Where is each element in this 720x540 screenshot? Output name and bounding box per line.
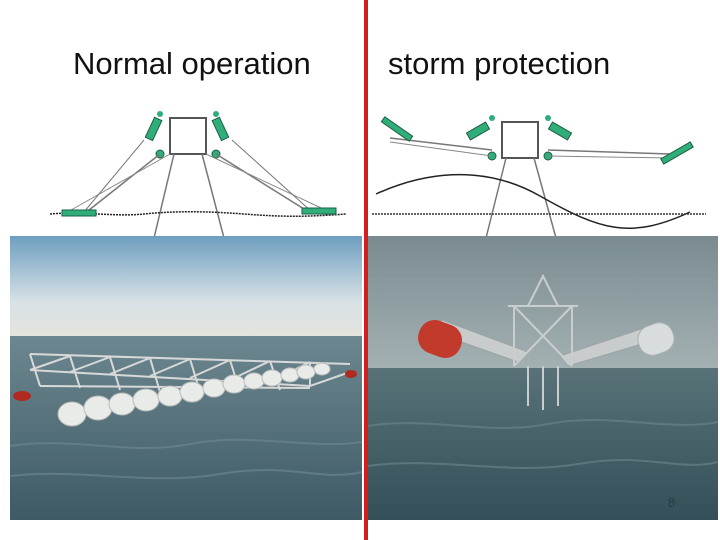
truss-line [547,149,671,155]
actuator [547,121,573,141]
central-tower [508,273,578,410]
normal-operation-photo [10,236,362,520]
truss-line [205,153,335,215]
truss-line [63,153,171,215]
float-left [61,209,97,217]
truss-line [485,157,507,238]
page-number: 8 [668,495,676,510]
water-surface [49,211,347,217]
storm-protection-diagram [372,115,706,238]
hinge-circle [213,111,219,117]
float-left [380,116,414,142]
truss-line [547,155,671,159]
central-box [169,117,207,155]
end-buoy [13,391,31,401]
actuator [211,116,230,142]
truss-line [215,153,313,215]
sky [10,236,362,346]
wave-texture [10,438,362,480]
end-buoy [345,370,357,378]
truss-line [83,153,161,215]
hinge-circle [157,111,163,117]
actuator [465,121,491,141]
float-row [57,362,331,427]
wave-texture [368,419,718,469]
red-divider-line [364,0,368,540]
normal-operation-diagram [49,111,347,238]
truss-line [201,153,225,238]
storm-protection-photo [368,236,718,520]
float-right [301,207,337,215]
hinge-circle [545,115,551,121]
actuator [144,116,163,142]
side-float-left [418,320,462,358]
hinge-circle [489,115,495,121]
truss-line [389,141,493,157]
truss-line [83,139,145,213]
side-float-right [637,322,675,356]
float-right [660,141,694,165]
truss-line [231,139,313,213]
storm-protection-title: storm protection [388,46,611,81]
central-box [501,121,539,159]
truss-line [153,153,175,238]
normal-operation-title: Normal operation [73,46,311,81]
storm-wave [375,173,691,229]
